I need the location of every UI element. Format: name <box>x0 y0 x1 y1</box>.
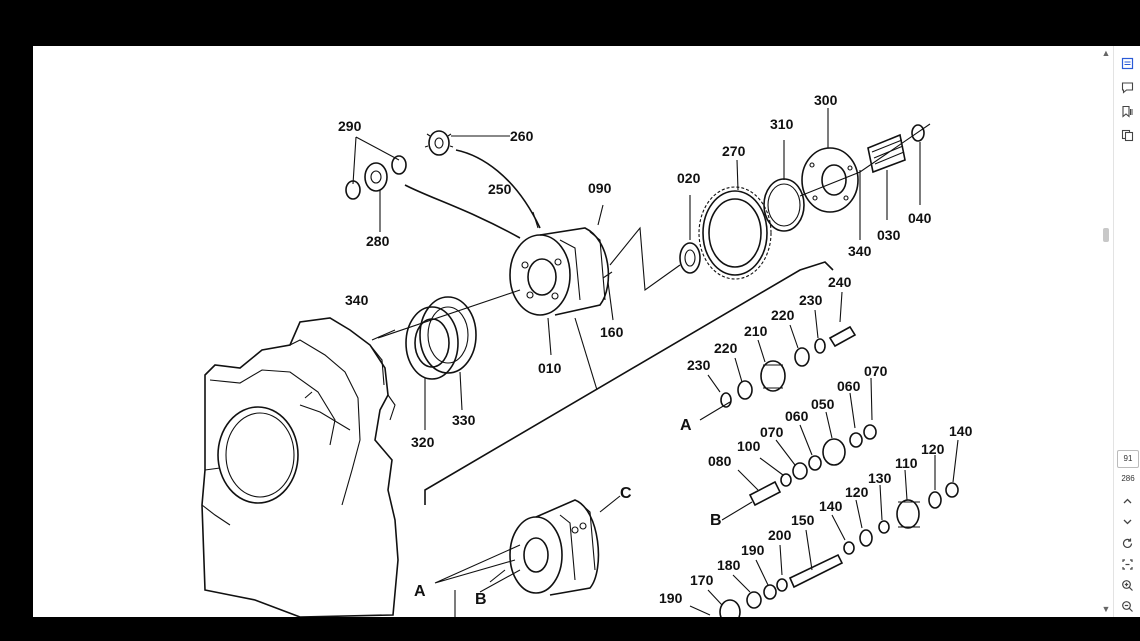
bookmark-icon[interactable] <box>1118 102 1137 121</box>
scroll-up-icon[interactable]: ▲ <box>1101 48 1111 58</box>
label-220: 220 <box>714 340 738 356</box>
label-080: 080 <box>708 453 732 469</box>
label-330: 330 <box>452 412 476 428</box>
ref-letter-c: C <box>620 485 632 502</box>
gear-cluster-top <box>345 130 541 239</box>
label-180: 180 <box>717 557 741 573</box>
label-340: 340 <box>345 292 369 308</box>
label-060: 060 <box>785 408 809 424</box>
ref-letter-b: B <box>475 591 487 608</box>
label-130: 130 <box>868 470 892 486</box>
label-170: 170 <box>690 572 714 588</box>
transmission-case <box>201 317 399 617</box>
label-110: 110 <box>895 455 918 471</box>
document-viewer[interactable]: 290 260 280 250 090 020 270 310 300 030 … <box>33 46 1099 617</box>
label-160: 160 <box>600 324 624 340</box>
label-270: 270 <box>722 143 746 159</box>
label-200: 200 <box>768 527 792 543</box>
label-300: 300 <box>814 92 838 108</box>
shaft-c-parts <box>689 544 788 617</box>
pdf-info-icon[interactable] <box>1118 54 1137 73</box>
label-120: 120 <box>845 484 869 500</box>
chevron-down-icon[interactable] <box>1118 512 1137 531</box>
page-total: 286 <box>1121 474 1135 483</box>
label-020: 020 <box>677 170 701 186</box>
fit-page-icon[interactable] <box>1118 555 1137 574</box>
label-070: 070 <box>760 424 784 440</box>
label-010: 010 <box>538 360 562 376</box>
shaft-b-lower-parts <box>788 439 959 589</box>
label-060: 060 <box>837 378 861 394</box>
lower-carrier <box>434 495 621 617</box>
copy-icon[interactable] <box>1118 126 1137 145</box>
label-310: 310 <box>770 116 794 132</box>
label-050: 050 <box>811 396 835 412</box>
label-230: 230 <box>799 292 823 308</box>
label-040: 040 <box>908 210 932 226</box>
label-260: 260 <box>510 128 534 144</box>
ref-letter-a: A <box>680 417 692 434</box>
label-280: 280 <box>366 233 390 249</box>
label-090: 090 <box>588 180 612 196</box>
page-number-input[interactable]: 91 <box>1117 450 1139 468</box>
label-250: 250 <box>488 181 512 197</box>
bearing-seal-set <box>371 296 477 430</box>
label-140: 140 <box>819 498 843 514</box>
scroll-down-icon[interactable]: ▼ <box>1101 604 1111 614</box>
zoom-out-icon[interactable] <box>1118 597 1137 616</box>
label-320: 320 <box>411 434 435 450</box>
label-230: 230 <box>687 357 711 373</box>
shaft-a-parts <box>699 291 857 421</box>
parts-diagram: 290 260 280 250 090 020 270 310 300 030 … <box>201 92 973 617</box>
shaft-b-upper-parts <box>721 377 877 521</box>
flange-cover <box>801 108 859 213</box>
vertical-scrollbar[interactable]: ▲ ▼ <box>1099 46 1113 617</box>
label-100: 100 <box>737 438 761 454</box>
ref-letter-a: A <box>414 583 426 600</box>
label-030: 030 <box>877 227 901 243</box>
label-190: 190 <box>659 590 683 606</box>
planetary-carrier <box>509 204 614 356</box>
ref-letter-b: B <box>710 512 722 529</box>
input-shaft <box>859 124 925 240</box>
chevron-up-icon[interactable] <box>1118 492 1137 511</box>
label-340: 340 <box>848 243 872 259</box>
label-290: 290 <box>338 118 362 134</box>
label-140: 140 <box>949 423 973 439</box>
label-210: 210 <box>744 323 768 339</box>
label-220: 220 <box>771 307 795 323</box>
scroll-thumb[interactable] <box>1103 228 1109 242</box>
rotate-icon[interactable] <box>1118 534 1137 553</box>
label-240: 240 <box>828 274 852 290</box>
label-070: 070 <box>864 363 888 379</box>
side-toolbar: 91 286 <box>1113 46 1140 617</box>
label-150: 150 <box>791 512 815 528</box>
ring-gear <box>698 159 772 280</box>
label-190: 190 <box>741 542 765 558</box>
part-number-labels: 290 260 280 250 090 020 270 310 300 030 … <box>338 92 973 608</box>
zoom-in-icon[interactable] <box>1118 576 1137 595</box>
label-120: 120 <box>921 441 945 457</box>
comment-icon[interactable] <box>1118 78 1137 97</box>
